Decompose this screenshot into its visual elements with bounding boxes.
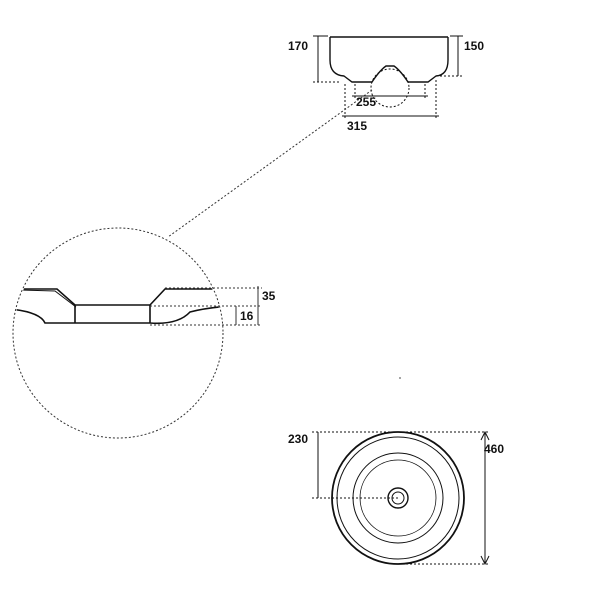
label-150: 150	[464, 39, 484, 53]
label-35: 35	[262, 289, 276, 303]
label-16: 16	[240, 309, 254, 323]
side-view	[313, 35, 463, 120]
detail-base-profile	[14, 288, 222, 306]
stray-dot	[399, 377, 401, 379]
label-315: 315	[347, 119, 367, 133]
detail-view	[12, 227, 262, 439]
label-460: 460	[484, 442, 504, 456]
label-255: 255	[356, 95, 376, 109]
detail-inner-line	[19, 289, 77, 308]
detail-leader-line	[167, 89, 373, 238]
detail-marker-circle	[370, 68, 410, 108]
dim-460-arrow-top	[480, 430, 490, 441]
detail-circle	[12, 227, 224, 439]
label-230: 230	[288, 432, 308, 446]
label-170: 170	[288, 39, 308, 53]
top-view	[312, 430, 490, 566]
basin-side-profile	[329, 37, 449, 83]
dim-460-arrow-bottom	[480, 555, 490, 566]
detail-foot-profile	[14, 305, 222, 325]
